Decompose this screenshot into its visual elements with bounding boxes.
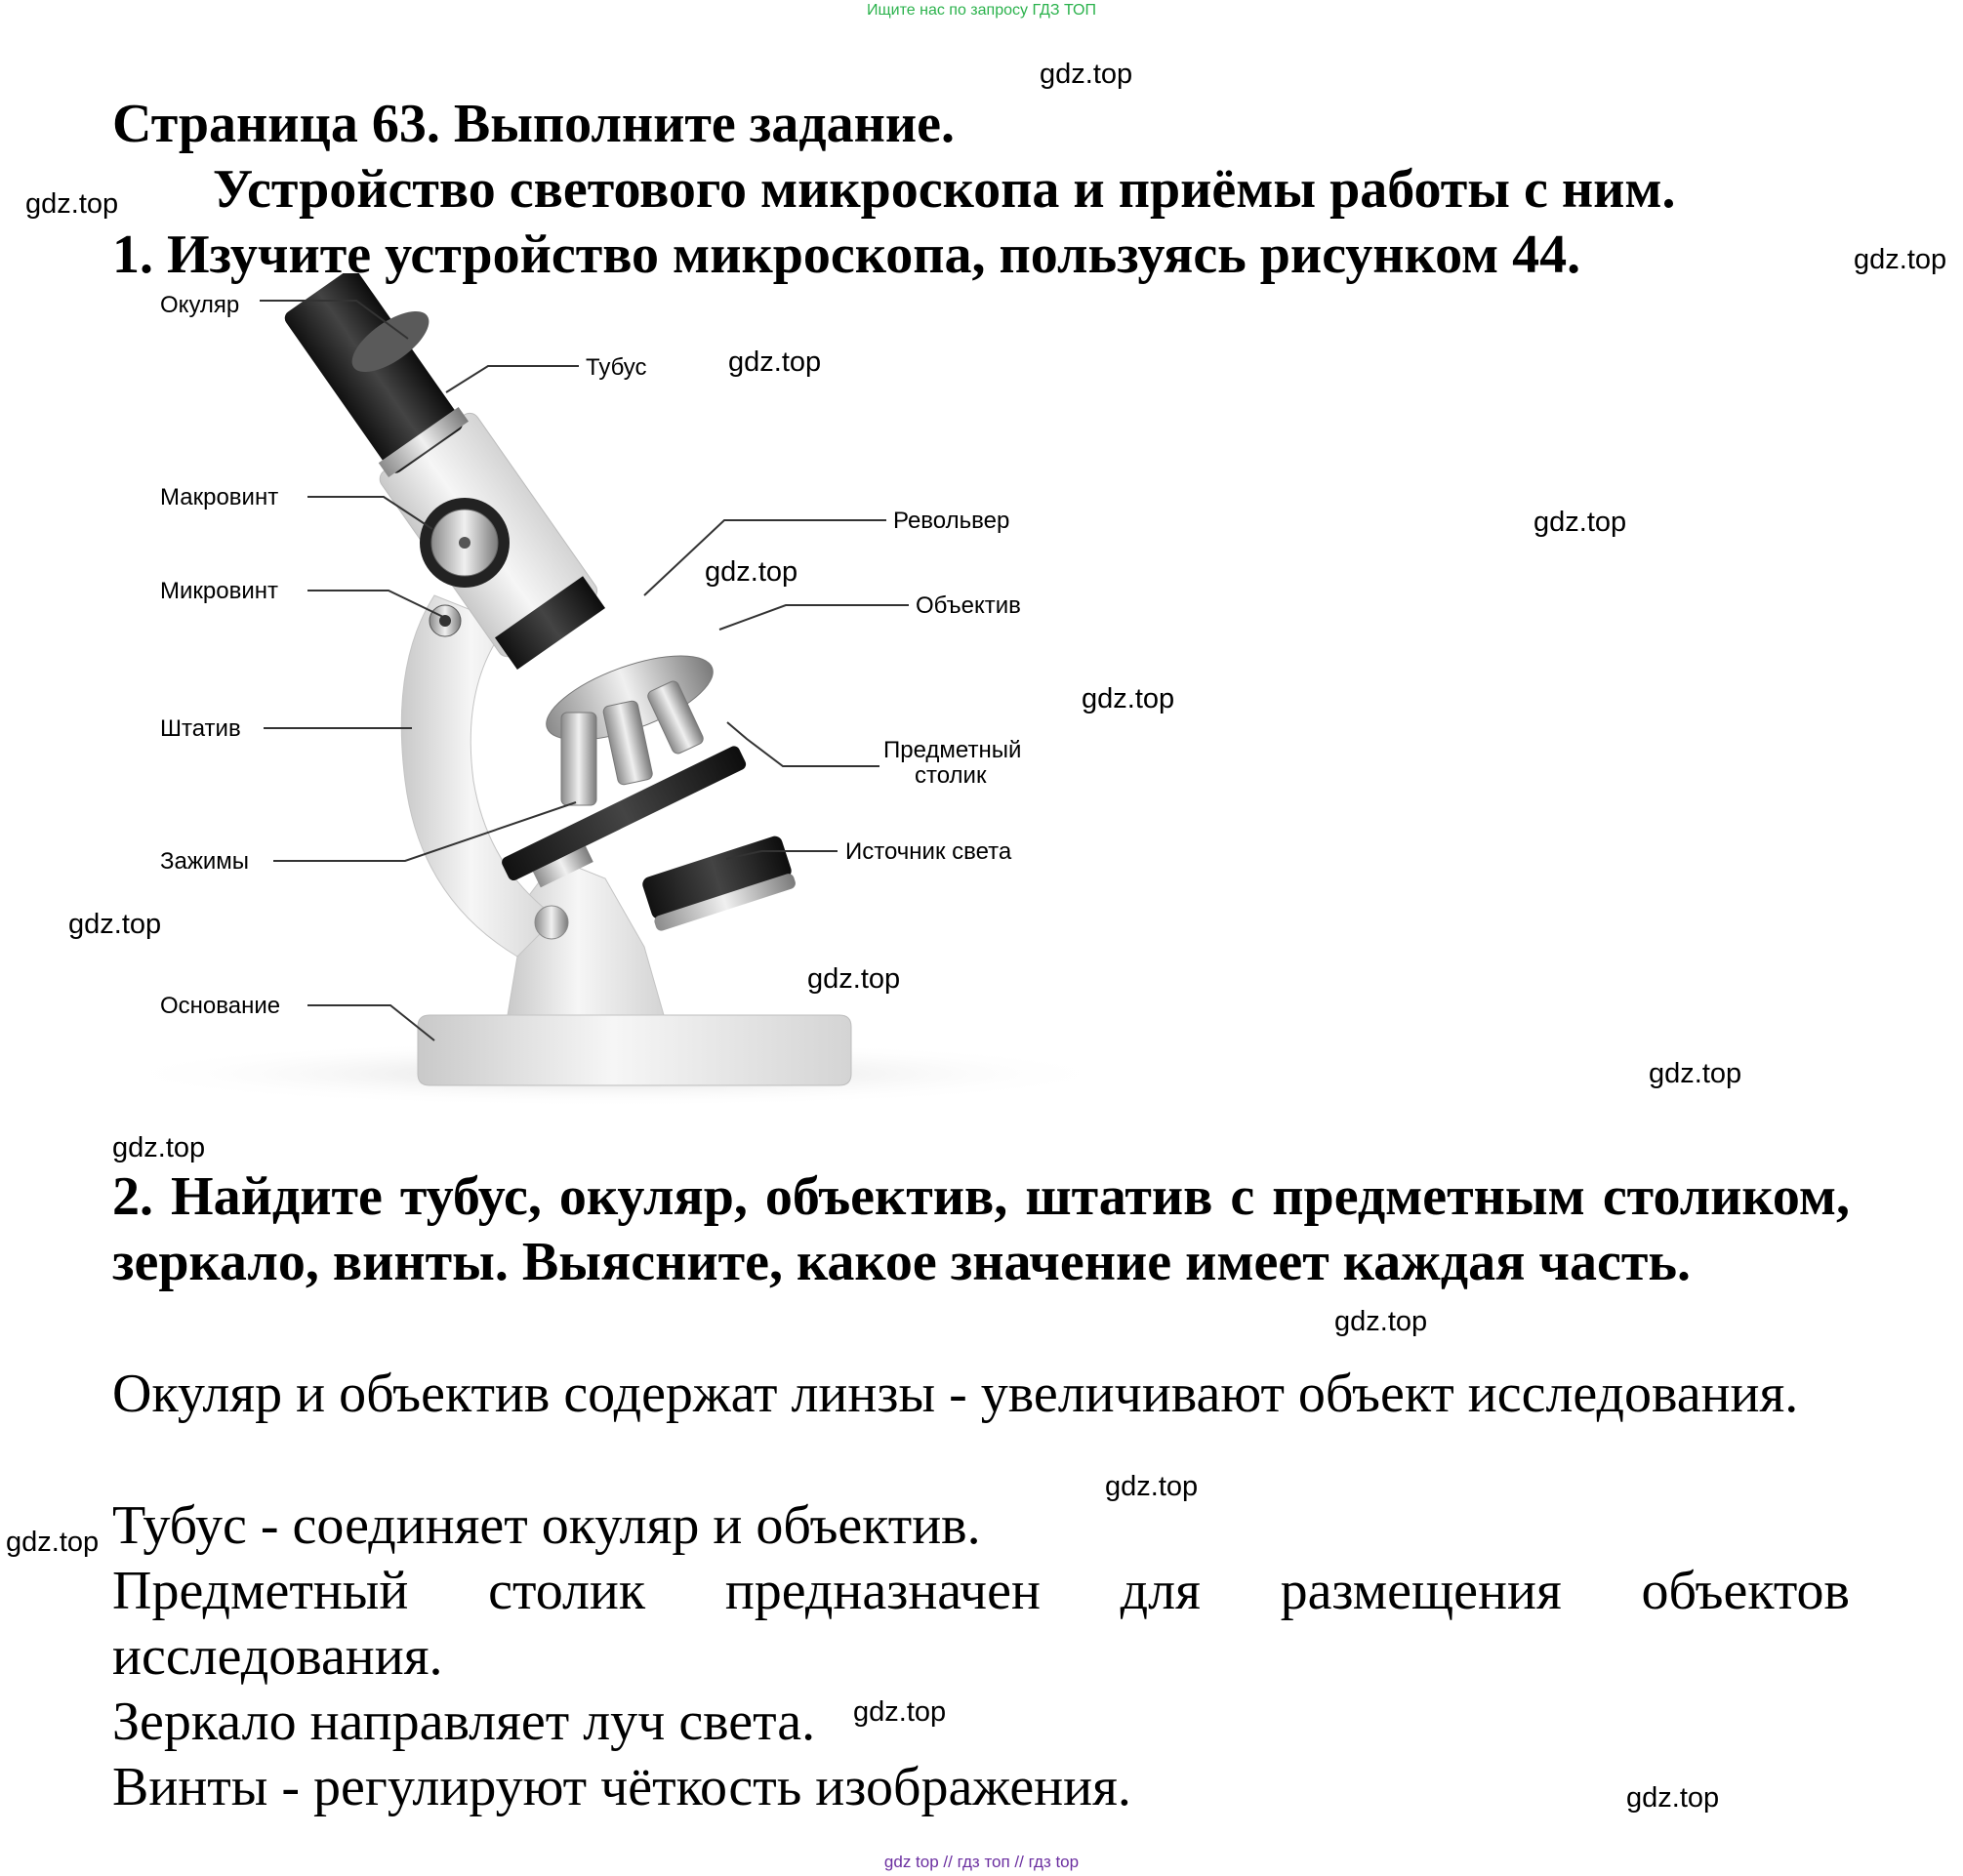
watermark: gdz.top xyxy=(1082,683,1175,714)
watermark: gdz.top xyxy=(68,909,162,940)
answer-mirror: Зеркало направляет луч света. xyxy=(112,1692,816,1752)
watermark: gdz.top xyxy=(6,1527,100,1558)
watermark: gdz.top xyxy=(1649,1058,1742,1089)
task-2-heading: 2. Найдите тубус, окуляр, объектив, штат… xyxy=(112,1166,1850,1292)
top-banner: Ищите нас по запросу ГДЗ ТОП xyxy=(867,2,1096,19)
stand-arm xyxy=(400,594,557,958)
watermark: gdz.top xyxy=(1534,507,1627,538)
page-title: Страница 63. Выполните задание. xyxy=(112,94,955,154)
answer-stage: Предметный столик предназначен для разме… xyxy=(112,1561,1850,1687)
label-stage-line1: Предметный xyxy=(883,737,1021,763)
tube-part xyxy=(284,273,463,473)
answer-eyepiece-objective: Окуляр и объектив содержат линзы - увели… xyxy=(112,1364,1799,1424)
label-base: Основание xyxy=(160,993,280,1019)
watermark: gdz.top xyxy=(807,963,901,995)
label-light-source: Источник света xyxy=(845,838,1012,865)
light-source-part xyxy=(642,836,796,931)
watermark: gdz.top xyxy=(1040,59,1133,90)
objectives-part xyxy=(560,680,704,806)
label-micro-screw: Микровинт xyxy=(160,578,278,604)
page-subtitle: Устройство светового микроскопа и приёмы… xyxy=(213,159,1676,220)
microscope-figure: Окуляр Тубус Макровинт Микровинт Штатив … xyxy=(107,273,1123,1107)
watermark: gdz.top xyxy=(705,556,798,588)
stage-part xyxy=(502,746,747,888)
label-stage-line2: столик xyxy=(915,762,987,789)
watermark: gdz.top xyxy=(1626,1782,1720,1814)
watermark: gdz.top xyxy=(112,1132,206,1163)
label-clamps: Зажимы xyxy=(160,848,249,875)
watermark: gdz.top xyxy=(1105,1471,1199,1502)
label-stand: Штатив xyxy=(160,715,241,742)
pivot-knob xyxy=(534,905,569,940)
footer-watermark: gdz top // гдз топ // гдз top xyxy=(883,1853,1080,1871)
watermark: gdz.top xyxy=(728,347,822,378)
eyepiece-part xyxy=(351,310,429,373)
label-objective: Объектив xyxy=(916,592,1021,619)
label-revolver: Револьвер xyxy=(893,508,1009,534)
answer-tube: Тубус - соединяет окуляр и объектив. xyxy=(112,1495,981,1556)
watermark: gdz.top xyxy=(1854,244,1947,275)
watermark: gdz.top xyxy=(25,188,119,220)
watermark: gdz.top xyxy=(853,1696,947,1728)
label-tube: Тубус xyxy=(586,354,647,381)
macro-knob-part xyxy=(420,498,510,588)
label-macro-screw: Макровинт xyxy=(160,484,278,510)
micro-knob-center xyxy=(439,615,451,627)
leader-lines xyxy=(260,300,909,1041)
label-eyepiece: Окуляр xyxy=(160,292,239,318)
watermark: gdz.top xyxy=(1334,1306,1428,1337)
base-part xyxy=(417,1014,852,1086)
answer-screws: Винты - регулируют чёткость изображения. xyxy=(112,1757,1131,1817)
